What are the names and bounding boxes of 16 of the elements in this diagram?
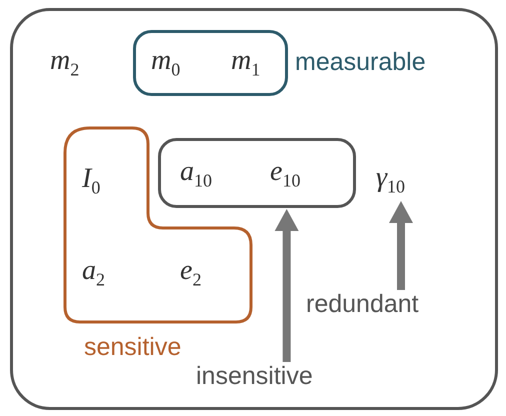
- outer-boundary-box: [10, 8, 498, 410]
- math-symbol: e$_{2}$: [180, 257, 202, 289]
- group-label: insensitive: [196, 364, 313, 389]
- math-symbol: e$_{10}$: [270, 158, 300, 190]
- math-symbol: m$_{1}$: [231, 47, 260, 79]
- group-label: redundant: [306, 292, 419, 317]
- group-label: measurable: [295, 50, 426, 75]
- math-symbol: a$_{2}$: [82, 257, 105, 289]
- math-symbol: a$_{10}$: [180, 158, 212, 190]
- arrow: [389, 201, 413, 290]
- math-symbol: γ$_{10}$: [376, 164, 406, 196]
- group-label: sensitive: [84, 335, 182, 360]
- math-symbol: m$_{0}$: [151, 47, 180, 79]
- math-symbol: m$_{2}$: [50, 47, 80, 79]
- arrow: [274, 209, 299, 362]
- math-symbol: I$_{0}$: [82, 165, 100, 197]
